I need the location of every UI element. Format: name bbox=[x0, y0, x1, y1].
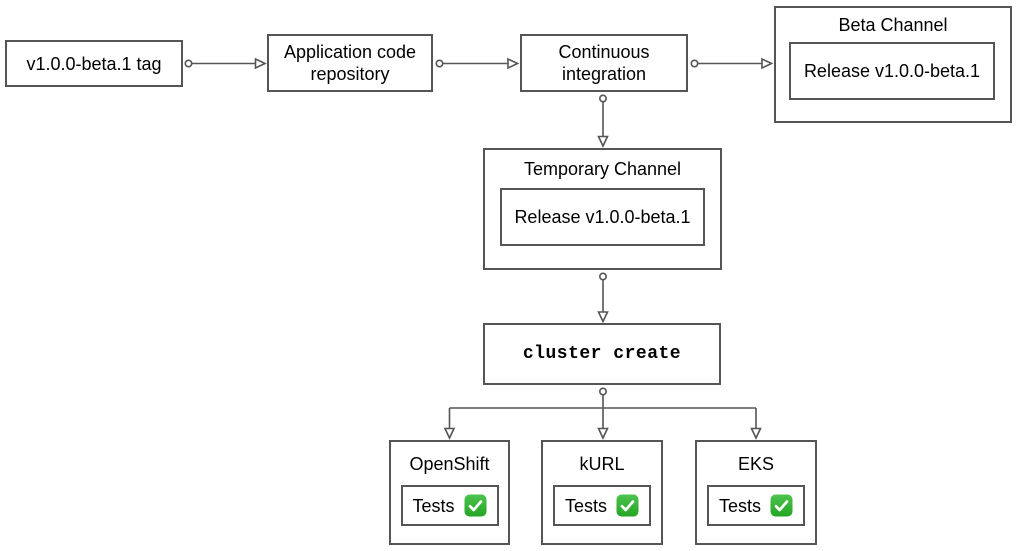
tests-label: Tests bbox=[718, 495, 761, 516]
node-label-line: integration bbox=[561, 64, 647, 84]
node-label: Release v1.0.0-beta.1 bbox=[803, 61, 981, 81]
node-openshift: OpenShift Tests bbox=[389, 440, 510, 545]
arrowhead-right-icon bbox=[507, 57, 520, 70]
edge-cluster-create-branch bbox=[443, 387, 762, 440]
edge-source-dot bbox=[184, 59, 193, 68]
node-label: v1.0.0-beta.1 tag bbox=[26, 53, 162, 74]
check-mark-icon bbox=[770, 494, 793, 517]
node-cluster-create: cluster create bbox=[483, 323, 721, 385]
edge-source-dot bbox=[598, 387, 607, 396]
edge-ci-to-beta-channel bbox=[690, 57, 774, 70]
edge-repo-to-ci bbox=[435, 57, 520, 70]
check-mark-icon bbox=[464, 494, 486, 517]
arrowhead-down-icon bbox=[597, 427, 609, 440]
node-temporary-channel: Temporary Channel Release v1.0.0-beta.1 bbox=[483, 148, 722, 270]
node-label-line: Application code bbox=[283, 42, 417, 62]
openshift-tests-box: Tests bbox=[400, 485, 499, 526]
node-title: EKS bbox=[737, 453, 775, 474]
kurl-tests-box: Tests bbox=[553, 485, 651, 526]
node-title: Temporary Channel bbox=[523, 159, 682, 179]
node-continuous-integration: Continuous integration bbox=[520, 34, 688, 92]
node-eks: EKS Tests bbox=[695, 440, 817, 545]
arrowhead-down-icon bbox=[597, 311, 609, 324]
edge-tag-to-repo bbox=[184, 57, 267, 70]
node-label: Release v1.0.0-beta.1 bbox=[514, 207, 691, 227]
tests-label: Tests bbox=[564, 495, 607, 516]
node-title: OpenShift bbox=[409, 453, 490, 474]
node-title: Beta Channel bbox=[838, 15, 948, 35]
node-title: kURL bbox=[579, 453, 625, 474]
node-label-line: Continuous bbox=[558, 42, 650, 62]
edge-source-dot bbox=[435, 59, 444, 68]
tests-label: Tests bbox=[412, 495, 455, 516]
edge-source-dot bbox=[598, 94, 607, 103]
node-label: cluster create bbox=[522, 344, 682, 364]
arrowhead-right-icon bbox=[761, 57, 774, 70]
arrowhead-down-icon bbox=[443, 427, 456, 440]
node-beta-channel: Beta Channel Release v1.0.0-beta.1 bbox=[774, 6, 1012, 123]
edge-ci-to-temporary-channel bbox=[597, 94, 609, 148]
edge-source-dot bbox=[598, 272, 607, 281]
node-application-code-repository: Application code repository bbox=[267, 34, 433, 92]
edge-source-dot bbox=[690, 59, 699, 68]
check-mark-icon bbox=[616, 494, 639, 517]
node-kurl: kURL Tests bbox=[541, 440, 663, 545]
node-beta-channel-release: Release v1.0.0-beta.1 bbox=[789, 42, 995, 100]
node-label-line: repository bbox=[310, 64, 390, 84]
edge-temporary-channel-to-cluster-create bbox=[597, 272, 609, 324]
node-version-tag: v1.0.0-beta.1 tag bbox=[5, 40, 183, 87]
arrowhead-right-icon bbox=[254, 57, 267, 70]
eks-tests-box: Tests bbox=[707, 485, 805, 526]
arrowhead-down-icon bbox=[750, 427, 762, 440]
arrowhead-down-icon bbox=[597, 135, 609, 148]
node-temporary-channel-release: Release v1.0.0-beta.1 bbox=[500, 188, 705, 246]
